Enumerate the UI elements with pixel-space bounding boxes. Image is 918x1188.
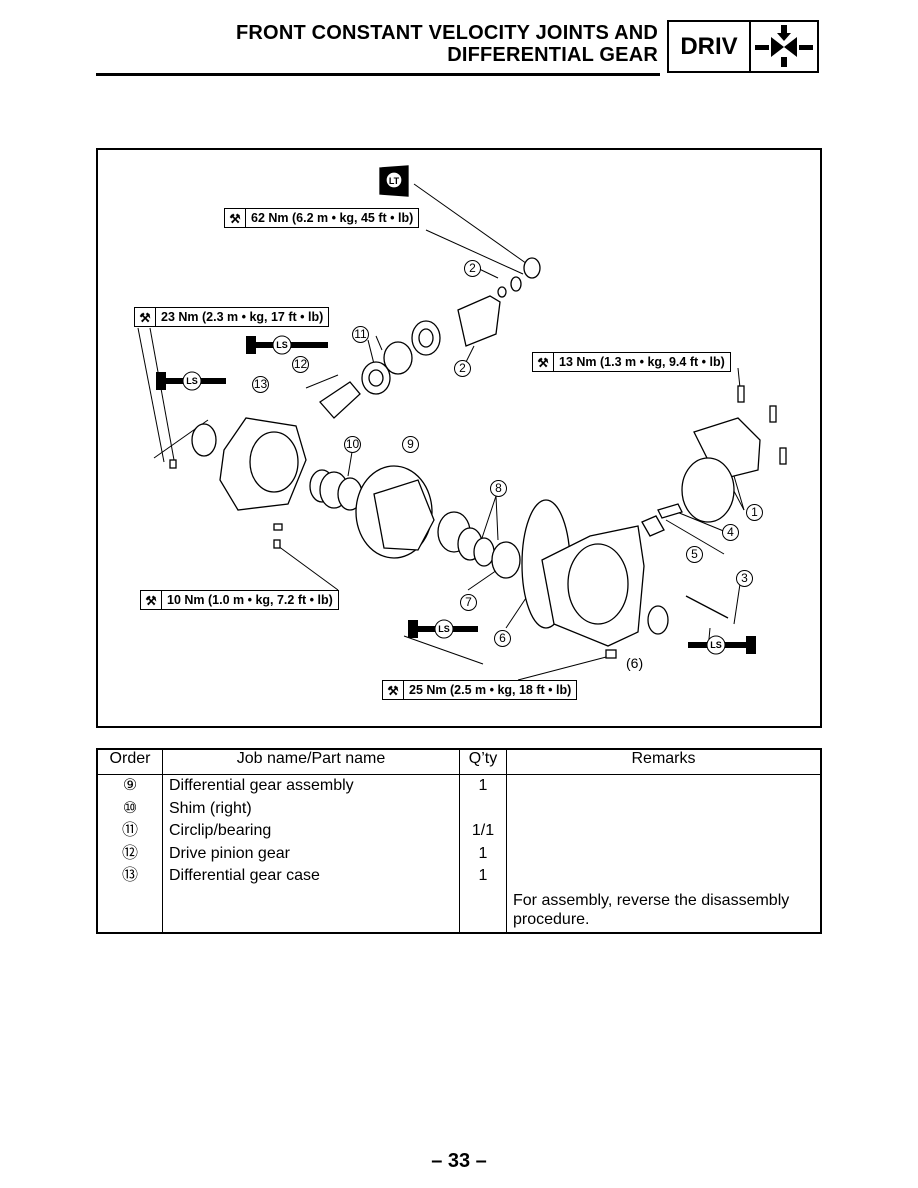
header-order: Order xyxy=(96,749,163,775)
torque-spec-62nm: ⚒ 62 Nm (6.2 m • kg, 45 ft • lb) xyxy=(224,208,420,228)
callout-10: 10 xyxy=(344,436,361,453)
header-qty: Q’ty xyxy=(459,749,507,775)
parts-table: Order Job name/Part name Q’ty Remarks ⑨ … xyxy=(96,748,822,934)
lt-label: LT xyxy=(389,176,400,186)
callout-5: 5 xyxy=(686,546,703,563)
header-remarks: Remarks xyxy=(506,749,822,775)
callout-12: 12 xyxy=(292,356,309,373)
diagram-drawing: LT LS LS LS LS xyxy=(137,165,787,681)
header-part: Job name/Part name xyxy=(162,749,460,775)
wrench-icon: ⚒ xyxy=(225,209,246,227)
callout-9: 9 xyxy=(402,436,419,453)
callout-13: 13 xyxy=(252,376,269,393)
exploded-diagram: LT LS LS LS LS ⚒ 62 Nm (6.2 m • kg, 45 f… xyxy=(96,148,822,728)
callout-8: 8 xyxy=(490,480,507,497)
wrench-icon: ⚒ xyxy=(135,308,156,326)
table-row: ⑫ Drive pinion gear 1 xyxy=(96,842,822,865)
page-title: FRONT CONSTANT VELOCITY JOINTS AND DIFFE… xyxy=(236,22,658,66)
callout-6-qty: (6) xyxy=(626,655,644,671)
torque-spec-25nm: ⚒ 25 Nm (2.5 m • kg, 18 ft • lb) xyxy=(382,680,578,700)
title-line-2: DIFFERENTIAL GEAR xyxy=(447,44,658,66)
callout-2: 2 xyxy=(454,360,471,377)
remarks-cell: For assembly, reverse the disassembly pr… xyxy=(506,887,822,933)
wrench-icon: ⚒ xyxy=(141,591,162,609)
callout-3: 3 xyxy=(736,570,753,587)
table-header-row: Order Job name/Part name Q’ty Remarks xyxy=(96,749,822,775)
table-row: ⑨ Differential gear assembly 1 xyxy=(96,774,822,798)
table-row: ⑬ Differential gear case 1 xyxy=(96,865,822,888)
table-row: ⑩ Shim (right) xyxy=(96,797,822,820)
callout-7: 7 xyxy=(460,594,477,611)
drive-train-icon xyxy=(751,22,817,71)
callout-2: 2 xyxy=(464,260,481,277)
ls-label: LS xyxy=(186,376,198,386)
ls-label: LS xyxy=(276,340,288,350)
torque-spec-10nm: ⚒ 10 Nm (1.0 m • kg, 7.2 ft • lb) xyxy=(140,590,339,610)
section-badge: DRIV xyxy=(667,20,819,73)
page-number: – 33 – xyxy=(431,1150,487,1172)
header-rule xyxy=(96,73,660,76)
callout-6: 6 xyxy=(494,630,511,647)
table-row: For assembly, reverse the disassembly pr… xyxy=(96,887,822,933)
title-line-1: FRONT CONSTANT VELOCITY JOINTS AND xyxy=(236,22,658,44)
table-row: ⑪ Circlip/bearing 1/1 xyxy=(96,820,822,843)
torque-spec-13nm: ⚒ 13 Nm (1.3 m • kg, 9.4 ft • lb) xyxy=(532,352,731,372)
ls-label: LS xyxy=(438,624,450,634)
ls-label: LS xyxy=(710,640,722,650)
section-code: DRIV xyxy=(669,22,751,71)
callout-1: 1 xyxy=(746,504,763,521)
wrench-icon: ⚒ xyxy=(383,681,404,699)
torque-spec-23nm: ⚒ 23 Nm (2.3 m • kg, 17 ft • lb) xyxy=(134,307,330,327)
callout-11: 11 xyxy=(352,326,369,343)
callout-4: 4 xyxy=(722,524,739,541)
wrench-icon: ⚒ xyxy=(533,353,554,371)
